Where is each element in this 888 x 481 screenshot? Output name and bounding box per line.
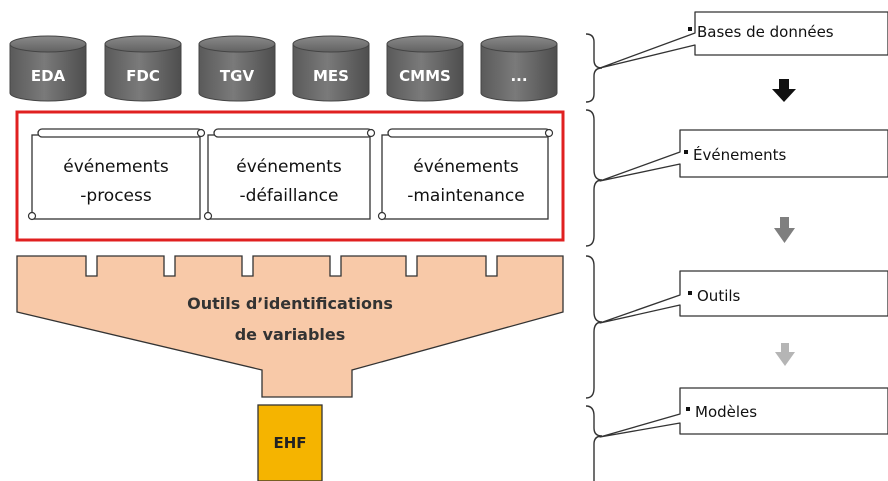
tools-funnel: Outils d’identifications de variables (16, 255, 564, 398)
callout-events: Événements (599, 129, 888, 182)
event-process-line1: événements (63, 157, 169, 177)
event-maintenance-line2: -maintenance (407, 186, 525, 206)
callout-models-label: Modèles (695, 403, 757, 421)
ehf-label: EHF (273, 434, 306, 452)
brace-events (585, 109, 603, 247)
event-process-line2: -process (80, 186, 152, 206)
database-cylinder-fdc: FDC (104, 35, 182, 102)
arrow-down-mid (774, 217, 795, 243)
database-label-cmms: CMMS (399, 67, 451, 85)
callout-events-label: Événements (693, 145, 787, 164)
callout-tools-label: Outils (697, 287, 741, 305)
database-cylinder-mes: MES (292, 35, 370, 102)
database-cylinder-eda: EDA (9, 35, 87, 102)
database-label-more: ... (510, 67, 527, 85)
event-maintenance-line1: événements (413, 157, 519, 177)
arrow-down-light (775, 343, 795, 366)
callout-databases-label: Bases de données (697, 23, 834, 41)
database-label-tgv: TGV (220, 67, 255, 85)
ehf-output-box: EHF (257, 404, 323, 481)
brace-tools (585, 255, 603, 399)
funnel-label-line2: de variables (235, 325, 346, 344)
event-scroll-failure: événements -défaillance (203, 128, 376, 221)
arrow-down-dark (772, 79, 796, 102)
database-cylinder-cmms: CMMS (386, 35, 464, 102)
database-label-mes: MES (313, 67, 349, 85)
database-cylinder-more: ... (480, 35, 558, 102)
database-cylinder-tgv: TGV (198, 35, 276, 102)
database-row: EDA FDC TGV MES CMMS ... (9, 35, 558, 102)
funnel-label-line1: Outils d’identifications (187, 294, 393, 313)
database-label-fdc: FDC (126, 67, 160, 85)
database-label-eda: EDA (31, 67, 66, 85)
event-scroll-process: événements -process (27, 128, 206, 221)
event-failure-line2: -défaillance (240, 186, 339, 206)
event-scroll-maintenance: événements -maintenance (377, 128, 554, 221)
callout-tools: Outils (599, 270, 888, 324)
callout-models: Modèles (599, 387, 888, 438)
callout-databases: Bases de données (599, 11, 888, 69)
brace-models (585, 405, 603, 481)
brace-group (585, 33, 603, 481)
event-failure-line1: événements (236, 157, 342, 177)
